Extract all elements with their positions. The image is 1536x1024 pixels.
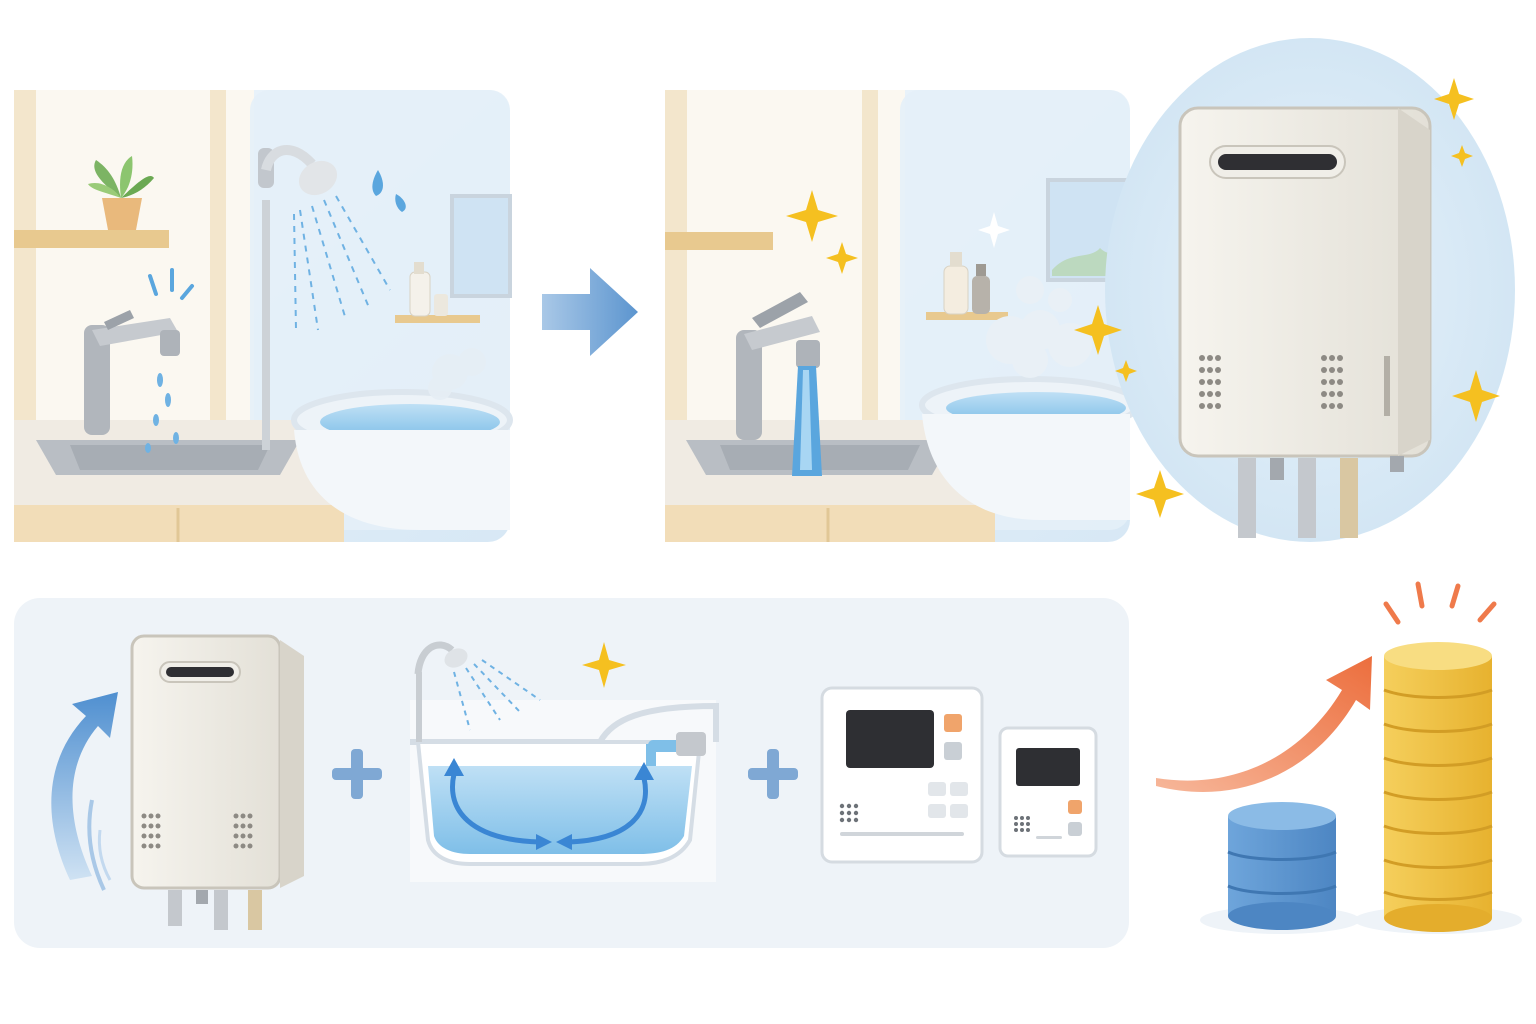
- wood-shelf: [14, 230, 169, 248]
- shower-icon: [258, 145, 338, 450]
- sparkle-icon: [786, 78, 1500, 518]
- after-panel: [665, 90, 1141, 542]
- faucet-icon: [736, 292, 820, 440]
- arrow-right-icon: [542, 268, 638, 356]
- auto-bath-tub-icon: [410, 641, 719, 882]
- shower-spray: [293, 195, 391, 331]
- plant-icon: [88, 156, 154, 230]
- before-panel: [14, 90, 513, 542]
- new-heater-panel: [1105, 38, 1515, 542]
- circulation-arrows: [450, 771, 648, 845]
- sparkle-icon: [978, 212, 1010, 248]
- faucet-icon: [84, 310, 180, 435]
- water-heater-icon: [130, 634, 304, 930]
- vent-grille: [1199, 355, 1343, 409]
- savings-chart: [1156, 581, 1522, 934]
- sub-remote-controller-icon: [998, 726, 1098, 858]
- growth-arrow-icon: [1156, 656, 1372, 793]
- main-remote-controller-icon: [820, 686, 984, 864]
- weak-water-drips: [145, 373, 179, 453]
- coin-stack-icon: [1383, 642, 1493, 932]
- plus-icon: [332, 749, 382, 799]
- coin-stack-icon: [1227, 802, 1337, 930]
- growth-arrow-icon: [51, 692, 118, 891]
- plus-icon: [748, 749, 798, 799]
- package-panel: [14, 598, 1129, 948]
- shine-lines: [1383, 581, 1497, 625]
- pipes: [1238, 456, 1404, 538]
